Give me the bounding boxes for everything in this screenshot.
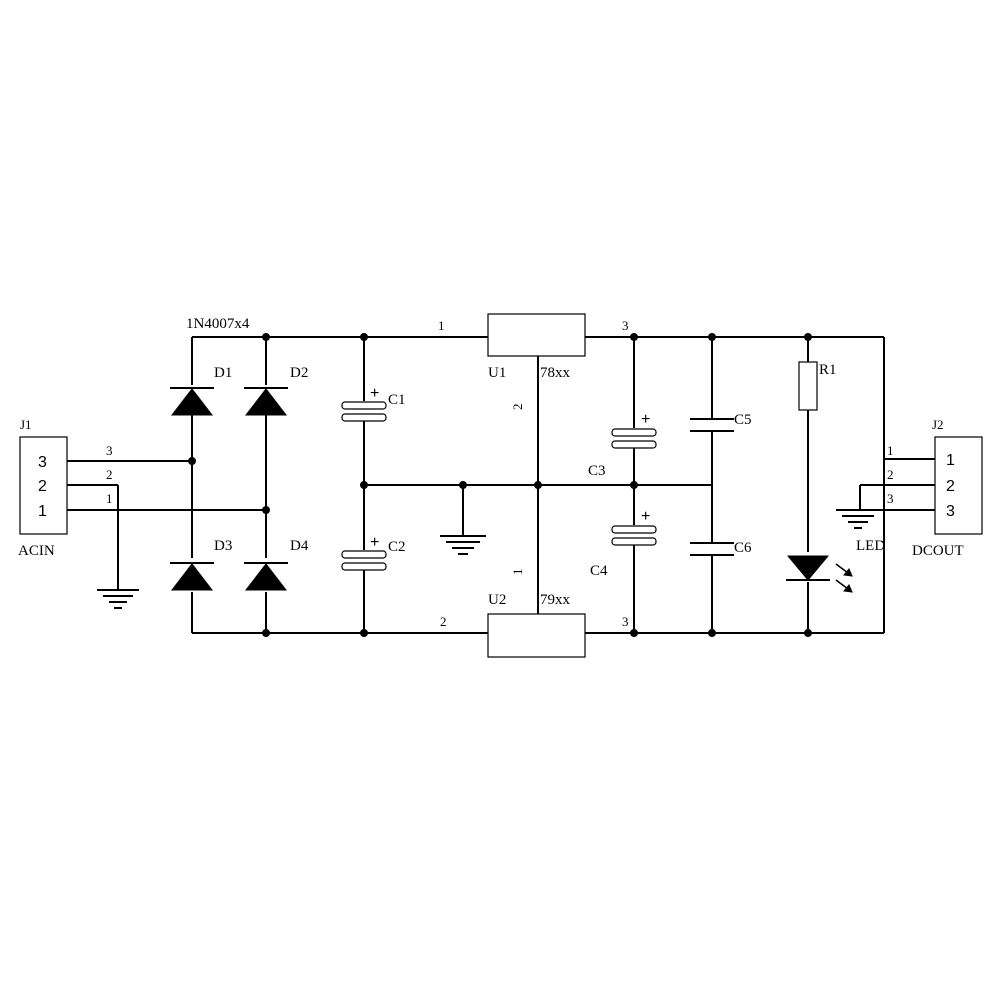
resistor-r1: R1 — [798, 361, 837, 411]
led-label: LED — [856, 538, 885, 554]
u1-pin-in: 1 — [438, 318, 445, 333]
d3-label: D3 — [214, 538, 232, 554]
j1-pin-1: 1 — [38, 503, 47, 520]
light-arrows-icon — [835, 563, 853, 593]
u2-pin-in: 2 — [440, 614, 447, 629]
diode-d3: D3 — [170, 538, 232, 592]
j1-wire-label-1: 1 — [106, 491, 113, 506]
u1-part: 78xx — [540, 365, 571, 381]
diode-d4: D4 — [244, 538, 309, 592]
u2-part: 79xx — [540, 592, 571, 608]
led: LED — [786, 538, 885, 593]
u1-pin-gnd: 2 — [510, 404, 525, 411]
j1-wire-label-2: 2 — [106, 467, 113, 482]
j1-ref: J1 — [20, 417, 32, 432]
ground-icon-right — [836, 509, 880, 529]
d1-label: D1 — [214, 365, 232, 381]
capacitor-c5: C5 — [690, 412, 752, 432]
c2-label: C2 — [388, 539, 406, 555]
c3-plus: + — [641, 411, 650, 428]
c4-label: C4 — [590, 563, 608, 579]
j1-wire-label-3: 3 — [106, 443, 113, 458]
capacitor-c6: C6 — [690, 540, 752, 556]
j2-pin-3: 3 — [946, 503, 955, 520]
j2-wire-label-3: 3 — [887, 491, 894, 506]
diode-d1: D1 — [170, 365, 232, 416]
j2-wire-label-2: 2 — [887, 467, 894, 482]
c5-label: C5 — [734, 412, 752, 428]
j2-ref: J2 — [932, 417, 944, 432]
c6-label: C6 — [734, 540, 752, 556]
c4-plus: + — [641, 508, 650, 525]
capacitor-c1: + C1 — [341, 385, 406, 422]
j1-pin-3: 3 — [38, 454, 47, 471]
regulator-u2: 2 3 1 U2 79xx — [440, 569, 629, 658]
c1-label: C1 — [388, 392, 406, 408]
capacitor-c2: + C2 — [341, 534, 406, 571]
ground-icon-left — [97, 589, 139, 609]
junction-dots — [188, 333, 812, 637]
c2-plus: + — [370, 534, 379, 551]
j2-pin-1: 1 — [946, 452, 955, 469]
capacitor-c3: + C3 — [588, 411, 657, 479]
d4-label: D4 — [290, 538, 309, 554]
connector-j1: J1 3 2 1 ACIN 3 2 1 — [18, 417, 113, 559]
c3-label: C3 — [588, 463, 606, 479]
j2-name: DCOUT — [912, 543, 964, 559]
j1-name: ACIN — [18, 543, 55, 559]
u2-ref: U2 — [488, 592, 506, 608]
d2-label: D2 — [290, 365, 308, 381]
c1-plus: + — [370, 385, 379, 402]
u1-pin-out: 3 — [622, 318, 629, 333]
u2-pin-gnd: 1 — [510, 569, 525, 576]
regulator-u1: 1 3 2 U1 78xx — [438, 313, 629, 411]
bridge-part-label: 1N4007x4 — [186, 316, 250, 332]
capacitor-c4: + C4 — [590, 508, 657, 579]
j2-pin-2: 2 — [946, 478, 955, 495]
connector-j2: J2 1 2 3 DCOUT 1 2 3 — [887, 417, 983, 559]
u2-pin-out: 3 — [622, 614, 629, 629]
ground-icon-center — [440, 535, 486, 555]
j1-pin-2: 2 — [38, 478, 47, 495]
diode-d2: D2 — [244, 365, 308, 416]
j2-wire-label-1: 1 — [887, 443, 894, 458]
r1-label: R1 — [819, 362, 837, 378]
u1-ref: U1 — [488, 365, 506, 381]
